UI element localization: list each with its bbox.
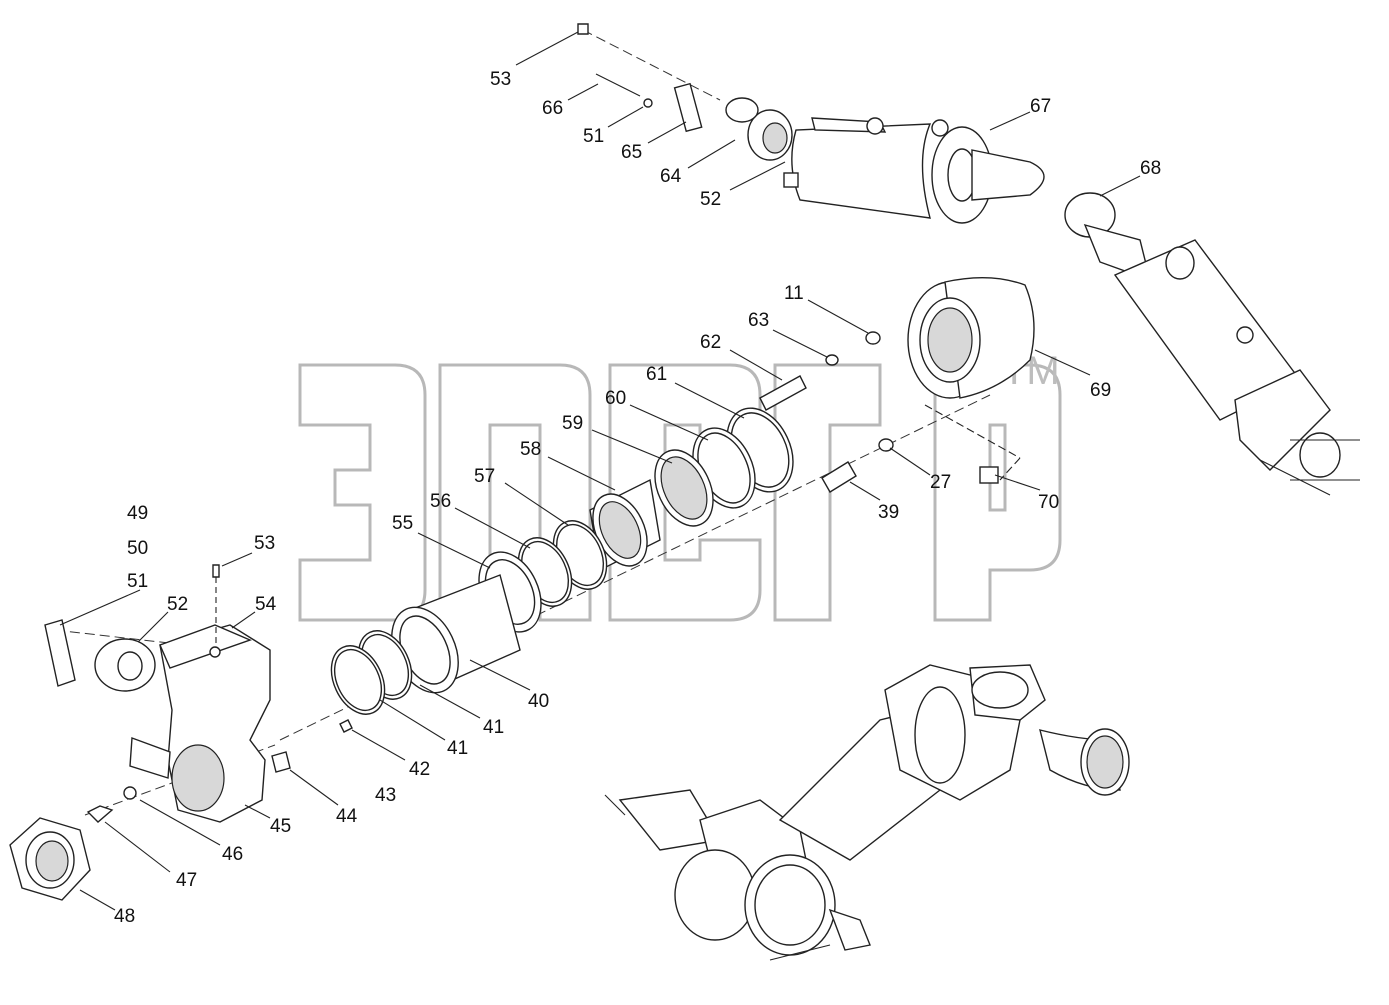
callout-41-upper: 41	[483, 717, 504, 738]
hydraulic-cylinder-67	[577, 23, 1045, 224]
callout-68: 68	[1140, 158, 1161, 179]
axle-assembly	[604, 664, 1130, 961]
callout-58: 58	[520, 439, 541, 460]
callout-63: 63	[748, 310, 769, 331]
callout-47: 47	[176, 870, 197, 891]
hydraulic-cylinder-68	[1064, 192, 1360, 496]
callout-labels: 53 66 51 65 64 52 67 68 11 63 62 61 60 5…	[114, 69, 1161, 927]
callout-46: 46	[222, 844, 243, 865]
callout-53: 53	[490, 69, 511, 90]
callout-61: 61	[646, 364, 667, 385]
callout-56: 56	[430, 491, 451, 512]
callout-51: 51	[583, 126, 604, 147]
callout-62: 62	[700, 332, 721, 353]
callout-59: 59	[562, 413, 583, 434]
callout-51-left: 51	[127, 571, 148, 592]
callout-65: 65	[621, 142, 642, 163]
callout-11: 11	[784, 283, 804, 304]
callout-52: 52	[700, 189, 721, 210]
callout-48: 48	[114, 906, 135, 927]
callout-27: 27	[930, 472, 951, 493]
callout-64: 64	[660, 166, 682, 187]
callout-41-lower: 41	[447, 738, 468, 759]
callout-49: 49	[127, 503, 148, 524]
callout-50: 50	[127, 538, 148, 559]
leader-lines	[59, 31, 1141, 911]
callout-69: 69	[1090, 380, 1111, 401]
callout-66: 66	[542, 98, 563, 119]
lever-assembly	[9, 564, 276, 901]
callout-57: 57	[474, 466, 495, 487]
callout-52-left: 52	[167, 594, 188, 615]
callout-53-left: 53	[254, 533, 275, 554]
callout-67: 67	[1030, 96, 1051, 117]
seal-stack	[271, 276, 1035, 773]
callout-60: 60	[605, 388, 626, 409]
callout-39: 39	[878, 502, 899, 523]
callout-43: 43	[375, 785, 396, 806]
callout-44: 44	[336, 806, 358, 827]
callout-45: 45	[270, 816, 291, 837]
callout-42: 42	[409, 759, 430, 780]
callout-54: 54	[255, 594, 277, 615]
callout-40: 40	[528, 691, 549, 712]
callout-70: 70	[1038, 492, 1059, 513]
callout-55: 55	[392, 513, 413, 534]
